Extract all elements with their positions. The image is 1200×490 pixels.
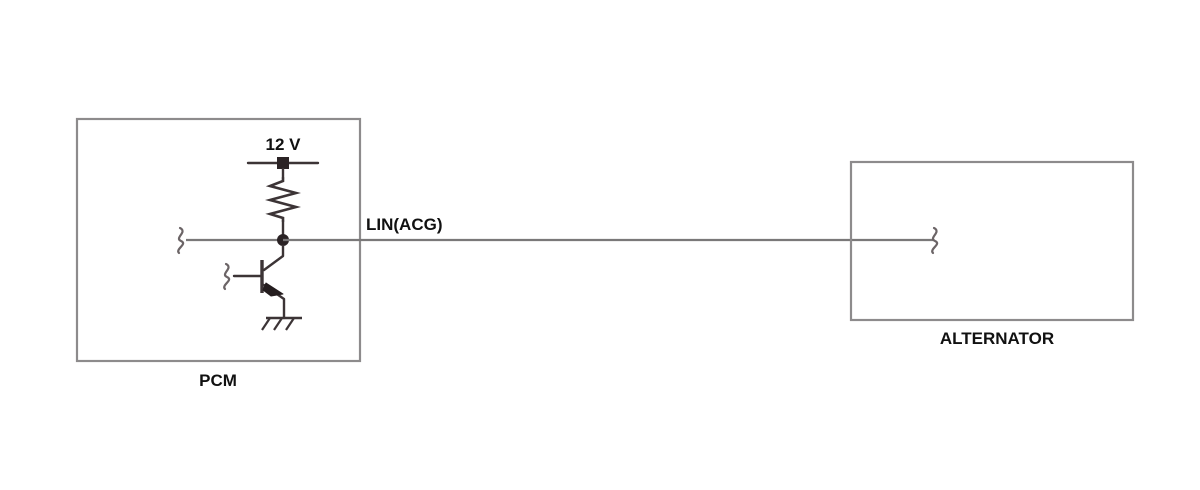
transistor-emitter-arrowhead (262, 282, 284, 297)
alternator-block: ALTERNATOR (849, 160, 1135, 348)
pcm-block: 12 V (75, 117, 362, 390)
ground-hatch-3 (285, 317, 295, 331)
supply-voltage-label: 12 V (266, 135, 302, 154)
pull-up-resistor-symbol (264, 176, 302, 223)
resistor-zigzag (264, 176, 302, 223)
ground-hatch-1 (261, 317, 271, 331)
lin-acg-wire-label: LIN(ACG) (366, 215, 442, 234)
supply-node-square (277, 157, 289, 169)
alternator-wire-break-squiggle (931, 226, 939, 255)
pcm-signal-wire (177, 226, 283, 255)
chassis-ground-symbol (261, 316, 302, 331)
alternator-block-label: ALTERNATOR (940, 329, 1054, 348)
alternator-box-outline (849, 160, 1135, 322)
ground-hatch-2 (273, 317, 283, 331)
lin-acg-harness: LIN(ACG) (283, 215, 933, 242)
supply-rail-symbol (246, 157, 320, 169)
npn-transistor-symbol (223, 244, 286, 320)
pcm-left-wire-break-squiggle (177, 226, 185, 255)
pcm-block-label: PCM (199, 371, 237, 390)
base-wire-break-squiggle (223, 262, 231, 291)
transistor-collector-lead (262, 244, 285, 272)
